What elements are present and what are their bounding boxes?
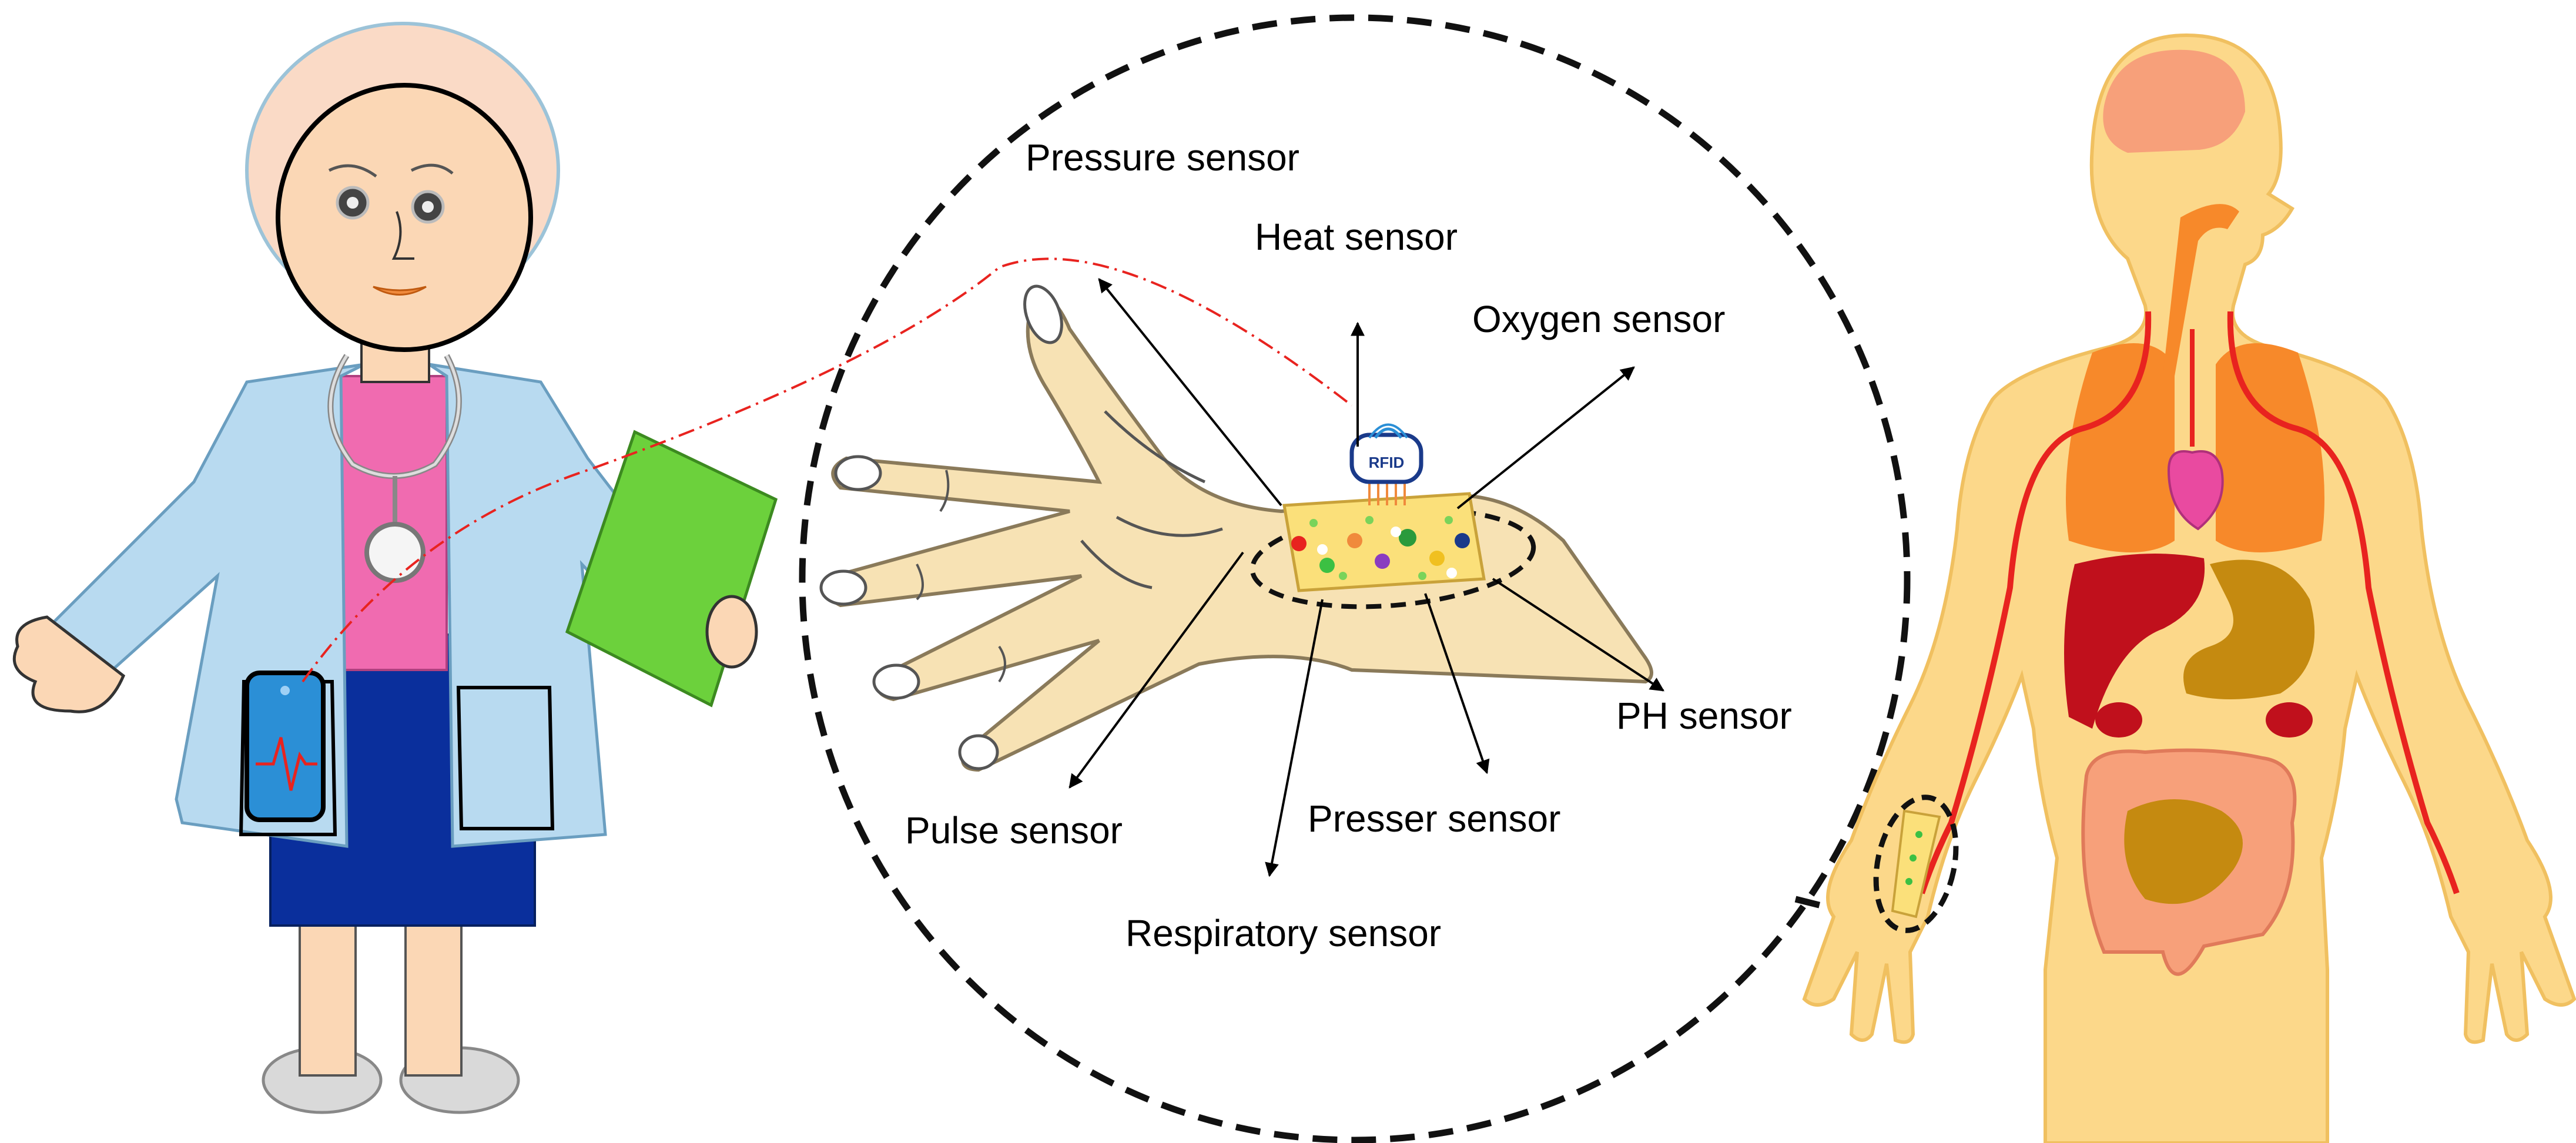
human-anatomy-figure bbox=[1802, 33, 2576, 1143]
face bbox=[276, 83, 533, 352]
sensor-patch bbox=[1250, 492, 1536, 609]
smartphone-icon bbox=[244, 671, 326, 822]
label-pressure-sensor: Pressure sensor bbox=[1026, 136, 1299, 179]
arrow-pressure bbox=[1098, 278, 1282, 507]
label-oxygen-sensor: Oxygen sensor bbox=[1472, 298, 1725, 340]
wireless-link-line bbox=[302, 257, 1353, 683]
arrow-pulse bbox=[1068, 551, 1244, 789]
zoom-circle bbox=[799, 14, 1911, 1143]
label-heat-sensor: Heat sensor bbox=[1255, 216, 1458, 258]
label-presser-sensor: Presser sensor bbox=[1308, 797, 1560, 840]
mouth bbox=[373, 286, 427, 296]
stomach bbox=[2183, 559, 2315, 699]
doctor-figure bbox=[12, 22, 778, 1114]
liver bbox=[2064, 554, 2205, 729]
arm-sensor-strip bbox=[1891, 809, 1941, 919]
label-ph-sensor: PH sensor bbox=[1616, 695, 1792, 737]
arrow-presser bbox=[1424, 593, 1490, 775]
arm-sensor-highlight bbox=[1873, 795, 1959, 933]
hand-illustration bbox=[819, 284, 1653, 772]
arrow-respiratory bbox=[1265, 599, 1324, 877]
brain bbox=[2103, 49, 2245, 153]
label-respiratory-sensor: Respiratory sensor bbox=[1125, 912, 1441, 954]
label-pulse-sensor: Pulse sensor bbox=[905, 809, 1123, 852]
annotation-arrows bbox=[1068, 278, 1665, 877]
rfid-label: RFID bbox=[1369, 454, 1405, 471]
rfid-tag-icon: RFID bbox=[1349, 423, 1423, 505]
heart bbox=[2167, 450, 2224, 531]
lungs bbox=[2066, 343, 2175, 552]
arrow-oxygen bbox=[1456, 366, 1635, 510]
arrow-ph bbox=[1492, 578, 1665, 692]
